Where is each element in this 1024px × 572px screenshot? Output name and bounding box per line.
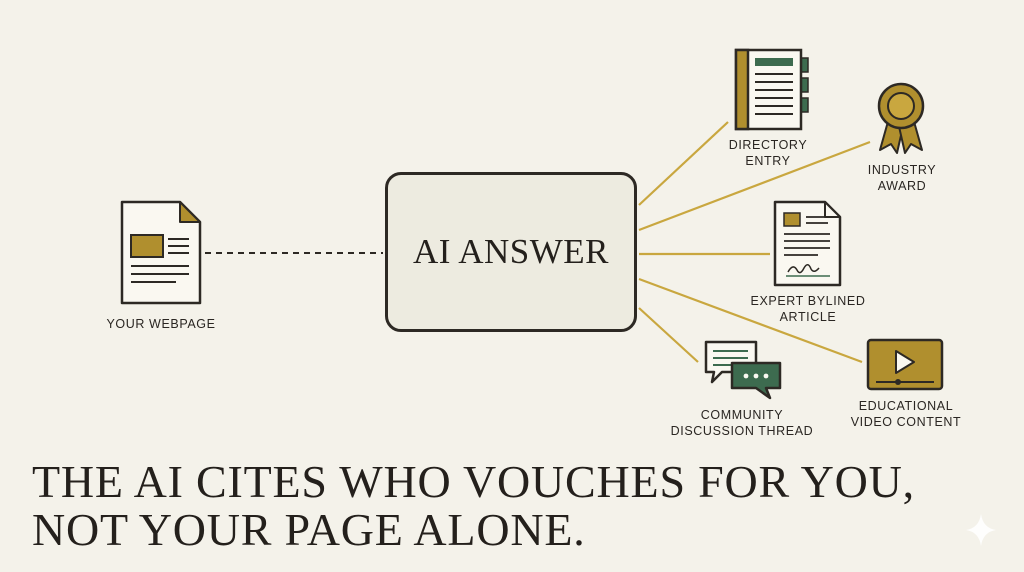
connector-directory [638,121,729,206]
expert-article-label: EXPERT BYLINED ARTICLE [738,293,878,325]
award-ribbon-icon [877,82,925,154]
headline-line-1: THE AI CITES WHO VOUCHES FOR YOU, [32,456,915,507]
sparkle-icon [966,514,996,546]
webpage-label: YOUR WEBPAGE [99,316,223,332]
headline: THE AI CITES WHO VOUCHES FOR YOU, NOT YO… [32,458,915,554]
chat-bubbles-icon [704,340,782,400]
video-play-icon [866,338,944,391]
directory-entry-label: DIRECTORY ENTRY [698,137,838,169]
signed-article-icon [773,200,842,287]
connector-video [638,277,863,364]
webpage-label-text: YOUR WEBPAGE [106,317,216,331]
award-label-line-2: AWARD [877,179,927,193]
headline-line-2: NOT YOUR PAGE ALONE. [32,504,586,555]
connector-community [638,307,699,363]
ai-answer-box: AI ANSWER [385,172,637,332]
community-thread-label: COMMUNITY DISCUSSION THREAD [662,407,822,439]
article-label-line-1: EXPERT BYLINED [750,294,866,308]
ai-answer-label: AI ANSWER [412,232,610,271]
article-label-line-2: ARTICLE [779,310,837,324]
directory-binder-icon [734,48,809,131]
directory-label-line-2: ENTRY [745,154,791,168]
connector-award [638,140,871,232]
webpage-document-icon [120,200,202,305]
video-label-line-1: EDUCATIONAL [858,399,954,413]
video-label-line-2: VIDEO CONTENT [850,415,962,429]
community-label-line-2: DISCUSSION THREAD [670,424,814,438]
educational-video-label: EDUCATIONAL VIDEO CONTENT [838,398,974,430]
industry-award-label: INDUSTRY AWARD [852,162,952,194]
connector-lines [638,121,871,364]
directory-label-line-1: DIRECTORY [728,138,808,152]
community-label-line-1: COMMUNITY [700,408,784,422]
award-label-line-1: INDUSTRY [867,163,937,177]
